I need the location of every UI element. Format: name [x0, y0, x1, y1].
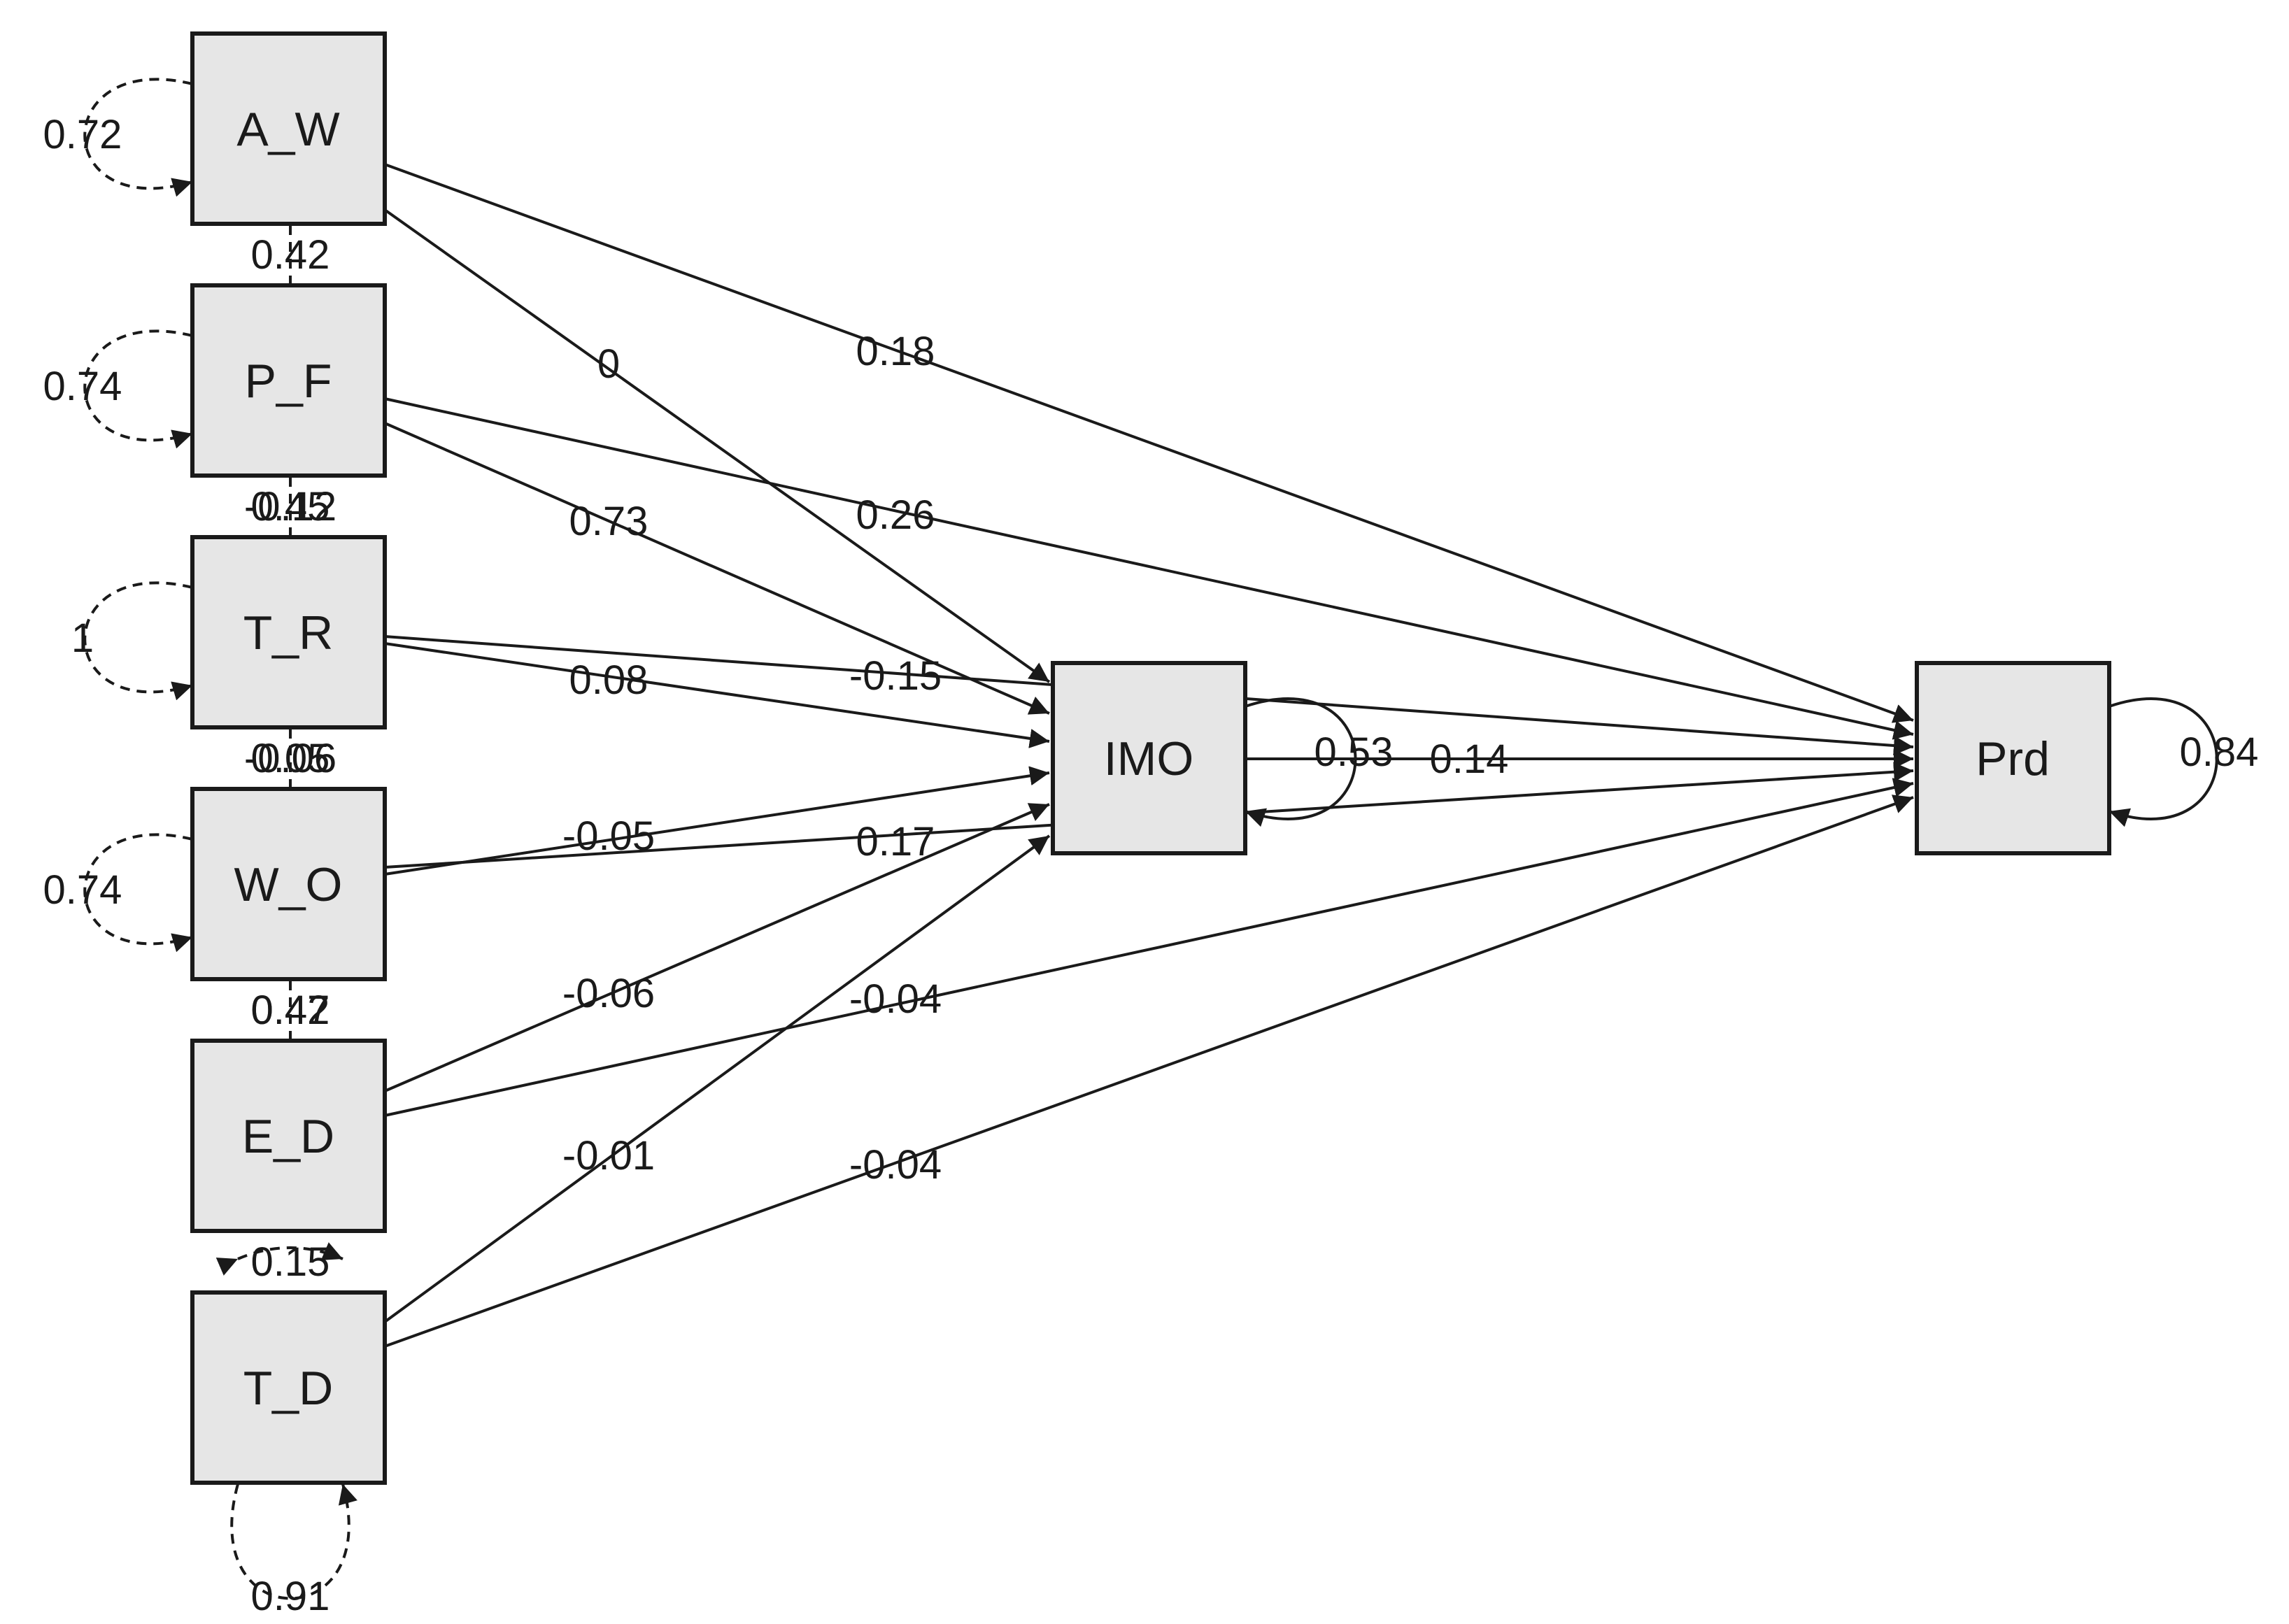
cov-wo-ed-a: 0.42: [251, 988, 330, 1033]
var-loop-aw: [83, 78, 193, 197]
edge-aw-imo: [383, 208, 1051, 683]
coef-pf-imo: 0.73: [569, 499, 649, 544]
coef-td-imo: -0.01: [562, 1133, 655, 1178]
node-tr: T_R: [190, 535, 387, 729]
var-wo: 0.74: [43, 867, 122, 913]
edge-ed-imo: [384, 803, 1050, 1092]
edge-pf-imo: [384, 422, 1050, 715]
cov-pf-tr-b: 0.45: [251, 484, 330, 529]
edge-tr-imo: [384, 642, 1050, 748]
node-label-wo: W_O: [234, 858, 343, 911]
node-label-ed: E_D: [242, 1110, 334, 1163]
node-label-prd: Prd: [1976, 732, 2050, 785]
coef-aw-prd: 0.18: [856, 329, 935, 374]
cov-tr-wo-b: 0.05: [251, 736, 330, 781]
var-loop-td: [230, 1483, 357, 1600]
nodes: A_W P_F T_R W_O E_D T_D IMO Prd: [190, 31, 2111, 1485]
node-label-aw: A_W: [236, 103, 339, 156]
coef-tr-prd: -0.15: [849, 653, 942, 699]
cov-tr-wo-a: -0.06: [244, 736, 336, 781]
cov-pf-tr-a: -0.12: [244, 484, 336, 529]
edges-to-imo: [383, 208, 1051, 1323]
variance-loops: [83, 78, 2218, 1600]
coef-wo-imo: -0.05: [562, 813, 655, 859]
node-imo: IMO: [1051, 661, 1247, 855]
var-loop-prd: [2109, 697, 2218, 827]
var-pf: 0.74: [43, 364, 122, 409]
coef-ed-imo: -0.06: [562, 971, 655, 1016]
edge-aw-prd: [384, 163, 1914, 723]
cov-ed-td: 0.15: [251, 1239, 330, 1285]
coef-aw-imo: 0: [597, 341, 620, 387]
node-label-imo: IMO: [1104, 732, 1193, 785]
edge-wo-imo: [384, 766, 1050, 876]
node-label-td: T_D: [243, 1362, 333, 1415]
edge-td-prd: [384, 795, 1914, 1348]
node-label-tr: T_R: [243, 606, 333, 660]
node-aw: A_W: [190, 31, 387, 226]
node-wo: W_O: [190, 787, 387, 981]
node-ed: E_D: [190, 1039, 387, 1233]
coef-tr-imo: 0.08: [569, 657, 649, 703]
coef-pf-prd: 0.26: [856, 492, 935, 538]
var-loop-wo: [83, 833, 193, 953]
node-prd: Prd: [1915, 661, 2111, 855]
node-pf: P_F: [190, 283, 387, 478]
var-loop-tr: [83, 581, 193, 701]
var-aw: 0.72: [43, 112, 122, 157]
node-label-pf: P_F: [245, 355, 332, 408]
cov-aw-pf: 0.42: [251, 232, 330, 278]
coef-td-prd: -0.04: [849, 1142, 942, 1188]
coef-wo-prd: 0.17: [856, 819, 935, 864]
var-loop-pf: [83, 329, 193, 449]
edge-td-imo: [383, 834, 1051, 1323]
cov-line-ed-td: [215, 1242, 343, 1276]
path-coefficients: 0 0.18 0.73 0.26 0.08 -0.15 -0.05 0.17 -…: [562, 329, 1509, 1188]
var-td: 0.91: [251, 1574, 330, 1619]
variance-labels: 0.72 0.74 1 0.74 0.91 0.53 0.84: [43, 112, 2259, 1619]
coef-ed-prd: -0.04: [849, 976, 942, 1022]
var-prd: 0.84: [2180, 729, 2259, 775]
edge-pf-prd: [384, 397, 1914, 740]
var-imo: 0.53: [1314, 729, 1394, 775]
node-td: T_D: [190, 1290, 387, 1485]
coef-imo-prd: 0.14: [1430, 736, 1509, 782]
edge-ed-prd: [384, 778, 1914, 1117]
var-loop-imo: [1245, 697, 1357, 827]
covariance-links: [215, 225, 343, 1276]
cov-wo-ed-b: 0.47: [251, 988, 330, 1033]
covariance-labels: 0.42 -0.12 0.45 -0.06 0.05 0.42 0.47 0.1…: [244, 232, 336, 1285]
var-tr: 1: [71, 615, 94, 661]
